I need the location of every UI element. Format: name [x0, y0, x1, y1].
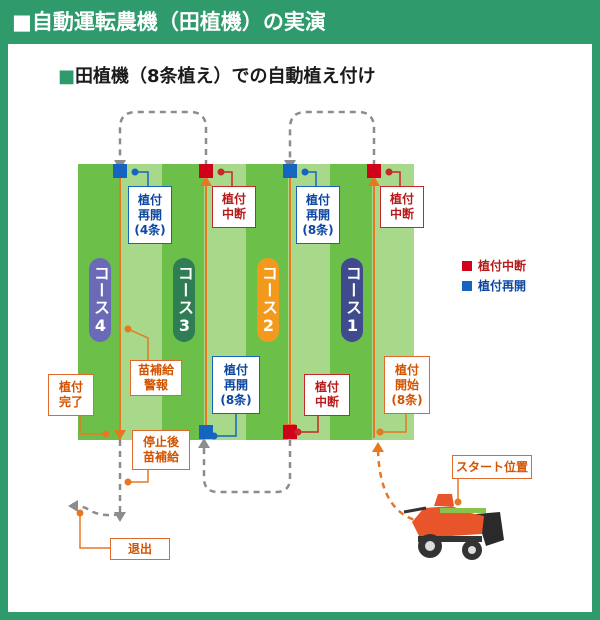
leader-dot	[124, 325, 132, 333]
leader-line	[135, 171, 149, 186]
course-1-label: コース1	[341, 258, 363, 342]
legend-item-resume: 植付再開	[462, 277, 526, 294]
arrowhead	[114, 512, 126, 522]
transplanter-body	[412, 506, 484, 538]
resume-marker	[283, 164, 297, 178]
leader-line	[389, 171, 401, 186]
arrowhead	[198, 438, 210, 448]
callout-resume-8-rows: 植付 再開 (8条)	[296, 186, 340, 244]
subtitle-text: 田植機（8条植え）での自動植え付け	[75, 66, 376, 87]
page-header: ■自動運転農機（田植機）の実演	[12, 10, 326, 34]
leader-line	[305, 171, 317, 186]
start-entry-path	[376, 449, 425, 524]
leader-line	[79, 513, 110, 549]
markers	[113, 164, 381, 439]
leader-line	[127, 328, 149, 360]
leader-dot	[454, 498, 462, 506]
callout-start-8-rows: 植付 開始 (8条)	[384, 356, 430, 414]
callout-planting-complete: 植付 完了	[48, 374, 94, 416]
stop-marker	[367, 164, 381, 178]
callout-resume-4-rows: 植付 再開 (4条)	[128, 186, 172, 244]
arrowhead	[68, 500, 78, 512]
callout-exit: 退出	[110, 538, 170, 560]
resume-marker	[199, 425, 213, 439]
leader-dot	[76, 509, 84, 517]
leader-dot	[385, 168, 393, 176]
subtitle-marker: ■	[58, 66, 76, 87]
callout-start-position: スタート位置	[452, 455, 532, 479]
diagram-subtitle: ■田植機（8条植え）での自動植え付け	[58, 62, 376, 88]
leader-lines	[79, 171, 459, 549]
leader-dot	[102, 430, 110, 438]
callout-stop-planting: 植付 中断	[380, 186, 424, 228]
leader-line	[380, 412, 407, 433]
callout-seedling-alarm: 苗補給 警報	[130, 360, 182, 396]
callout-stop-planting: 植付 中断	[304, 374, 350, 416]
leader-dots	[76, 168, 462, 517]
resume-marker	[113, 164, 127, 178]
leader-dot	[124, 478, 132, 486]
leader-line	[79, 416, 106, 435]
course-3-label: コース3	[173, 258, 195, 342]
leader-dot	[301, 168, 309, 176]
leader-line	[128, 470, 149, 483]
leader-line	[221, 171, 233, 186]
callout-stop-planting: 植付 中断	[212, 186, 256, 228]
callout-refill-after-stop: 停止後 苗補給	[132, 430, 190, 470]
legend-item-stop: 植付中断	[462, 257, 526, 274]
callout-resume-8-rows: 植付 再開 (8条)	[212, 356, 260, 414]
leader-line	[298, 416, 319, 433]
turn-path-bottom	[202, 440, 292, 494]
legend-label-resume: 植付再開	[478, 279, 527, 293]
leader-dot	[131, 168, 139, 176]
transplanter-seat	[434, 494, 454, 506]
leader-line	[214, 414, 237, 437]
stop-marker	[283, 425, 297, 439]
legend-swatch-resume	[462, 281, 472, 291]
transplanter-rear-hub	[468, 546, 476, 554]
transplanter-chassis	[418, 536, 482, 542]
leader-dot	[217, 168, 225, 176]
transplanter-front-hub	[425, 541, 435, 551]
legend-label-stop: 植付中断	[478, 259, 527, 273]
stop-marker	[199, 164, 213, 178]
leader-dot	[294, 428, 302, 436]
turn-path-top-left	[118, 110, 208, 166]
course-2-label: コース2	[257, 258, 279, 342]
course-4-label: コース4	[89, 258, 111, 342]
arrowhead	[368, 176, 380, 186]
seedling-tray	[440, 508, 486, 513]
leader-dot	[376, 428, 384, 436]
arrowhead	[200, 176, 212, 186]
transplanter-canopy	[403, 506, 427, 514]
legend-swatch-stop	[462, 261, 472, 271]
rice-transplanter-icon	[403, 494, 504, 560]
arrowhead	[114, 430, 126, 440]
turn-path-top-right	[288, 110, 376, 166]
arrowhead	[372, 442, 384, 452]
planting-paths	[119, 176, 375, 440]
leader-dot	[210, 432, 218, 440]
